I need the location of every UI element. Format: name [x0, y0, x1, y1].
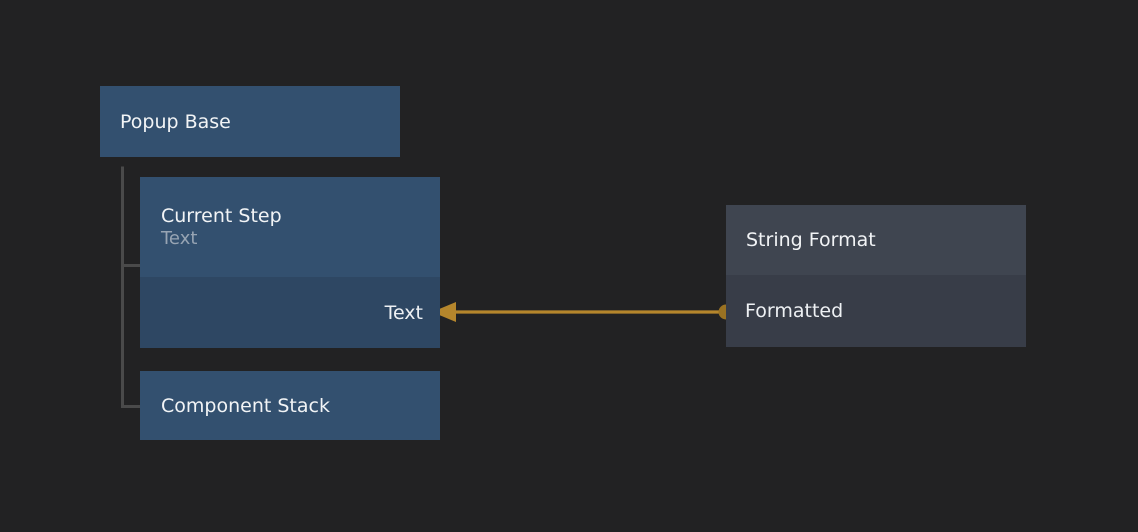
- node-current-step-title: Current Step: [161, 205, 282, 227]
- pin-row-string-format-formatted[interactable]: Formatted: [745, 299, 843, 323]
- node-popup-base-header[interactable]: Popup Base: [100, 86, 400, 157]
- node-string-format-body: Formatted: [726, 275, 1026, 347]
- data-wire-formatted-to-text: [432, 302, 734, 322]
- pin-label-formatted: Formatted: [745, 300, 844, 322]
- node-component-stack[interactable]: Component Stack: [140, 371, 440, 440]
- node-string-format-header[interactable]: String Format: [726, 205, 1026, 275]
- node-current-step-header[interactable]: Current Step Text: [140, 177, 440, 277]
- node-string-format[interactable]: String Format Formatted: [726, 205, 1026, 347]
- node-current-step[interactable]: Current Step Text Text: [140, 177, 440, 348]
- node-component-stack-header[interactable]: Component Stack: [140, 371, 440, 440]
- node-popup-base-title: Popup Base: [120, 110, 231, 133]
- tree-guide-lines: [121, 166, 142, 408]
- node-popup-base[interactable]: Popup Base: [100, 86, 400, 157]
- pin-label-text: Text: [384, 302, 423, 324]
- node-component-stack-title: Component Stack: [161, 394, 330, 417]
- node-current-step-subtitle: Text: [161, 228, 198, 249]
- node-current-step-body: Text: [140, 277, 440, 348]
- node-string-format-title: String Format: [746, 229, 876, 251]
- pin-row-current-step-text[interactable]: Text: [385, 301, 423, 325]
